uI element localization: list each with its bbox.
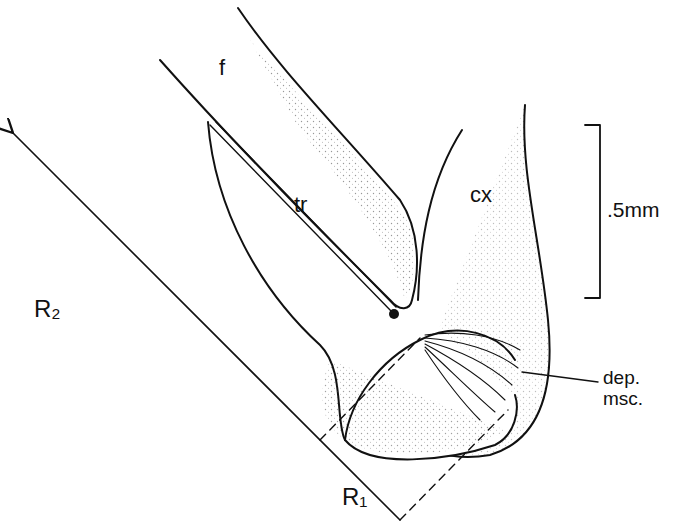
dashed-line xyxy=(320,338,420,440)
dashed-line xyxy=(400,410,508,520)
coxa-inner-edge xyxy=(418,130,462,300)
part-label: f xyxy=(219,56,225,80)
dimension-label: R₁ xyxy=(342,484,367,510)
femur-shade xyxy=(250,40,415,300)
part-label: dep. msc. xyxy=(603,368,663,410)
scale-label: .5mm xyxy=(607,198,660,221)
part-label: tr xyxy=(294,193,307,217)
scale-bar xyxy=(585,125,600,298)
dimension-label: R₂ xyxy=(34,296,61,322)
femur-trochanter-line xyxy=(210,122,396,312)
trochanter-joint-line xyxy=(345,331,515,440)
femur-outline xyxy=(160,8,417,308)
pivot-dot xyxy=(389,309,399,319)
trochanter-shade xyxy=(322,360,505,454)
part-label: cx xyxy=(470,183,492,207)
leader-line xyxy=(522,372,598,382)
depressor-muscle xyxy=(425,333,520,420)
lever-arm-line xyxy=(12,132,400,520)
